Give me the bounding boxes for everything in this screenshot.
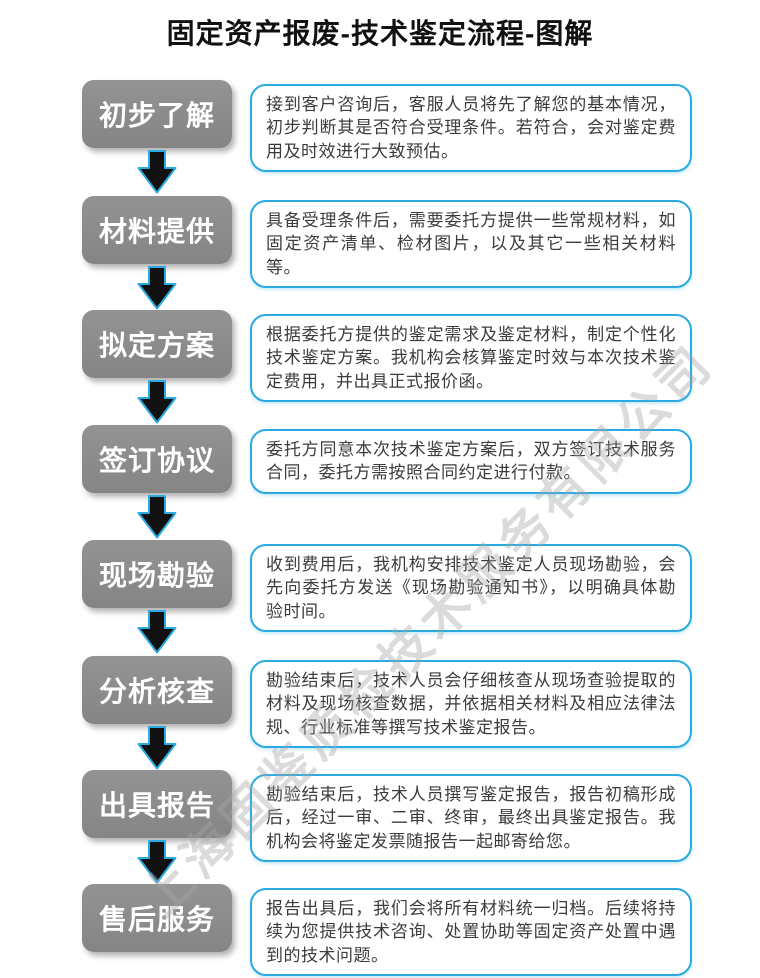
down-arrow-icon (137, 610, 177, 654)
step-box-6: 分析核查 (82, 656, 232, 724)
step-label: 材料提供 (98, 216, 215, 247)
step-description-text: 具备受理条件后，需要委托方提供一些常规材料，如固定资产清单、检材图片，以及其它一… (266, 211, 676, 277)
step-box-5: 现场勘验 (82, 540, 232, 608)
step-description-text: 接到客户咨询后，客服人员将先了解您的基本情况，初步判断其是否符合受理条件。若符合… (266, 95, 676, 161)
page-title: 固定资产报废-技术鉴定流程-图解 (166, 18, 594, 49)
step-box-7: 出具报告 (82, 770, 232, 838)
step-label: 拟定方案 (98, 330, 215, 361)
step-label: 签订协议 (98, 445, 215, 476)
step-description-4: 委托方同意本次技术鉴定方案后，双方签订技术服务合同，委托方需按照合同约定进行付款… (250, 429, 692, 494)
step-description-3: 根据委托方提供的鉴定需求及鉴定材料，制定个性化技术鉴定方案。我机构会核算鉴定时效… (250, 314, 692, 403)
step-label: 出具报告 (98, 790, 215, 821)
step-description-1: 接到客户咨询后，客服人员将先了解您的基本情况，初步判断其是否符合受理条件。若符合… (250, 84, 692, 173)
down-arrow-icon (137, 495, 177, 539)
step-box-3: 拟定方案 (82, 310, 232, 378)
step-box-1: 初步了解 (82, 80, 232, 148)
step-box-8: 售后服务 (82, 884, 232, 952)
step-description-2: 具备受理条件后，需要委托方提供一些常规材料，如固定资产清单、检材图片，以及其它一… (250, 200, 692, 289)
step-description-6: 勘验结束后，技术人员会仔细核查从现场查验提取的材料及现场核查数据，并依据相关材料… (250, 660, 692, 749)
step-description-text: 勘验结束后，技术人员会仔细核查从现场查验提取的材料及现场核查数据，并依据相关材料… (266, 671, 676, 737)
step-description-text: 委托方同意本次技术鉴定方案后，双方签订技术服务合同，委托方需按照合同约定进行付款… (266, 440, 676, 483)
step-description-7: 勘验结束后，技术人员撰写鉴定报告，报告初稿形成后，经过一审、二审、终审，最终出具… (250, 774, 692, 863)
step-description-8: 报告出具后，我们会将所有材料统一归档。后续将持续为您提供技术咨询、处置协助等固定… (250, 888, 692, 977)
down-arrow-icon (137, 266, 177, 310)
down-arrow-icon (137, 840, 177, 884)
step-box-2: 材料提供 (82, 196, 232, 264)
down-arrow-icon (137, 150, 177, 194)
step-label: 初步了解 (98, 100, 215, 131)
step-label: 售后服务 (98, 904, 215, 935)
step-label: 现场勘验 (98, 560, 215, 591)
down-arrow-icon (137, 380, 177, 424)
down-arrow-icon (137, 726, 177, 770)
step-description-text: 勘验结束后，技术人员撰写鉴定报告，报告初稿形成后，经过一审、二审、终审，最终出具… (266, 785, 676, 851)
step-description-5: 收到费用后，我机构安排技术鉴定人员现场勘验，会先向委托方发送《现场勘验通知书》，… (250, 544, 692, 633)
step-description-text: 收到费用后，我机构安排技术鉴定人员现场勘验，会先向委托方发送《现场勘验通知书》，… (266, 555, 676, 621)
step-description-text: 根据委托方提供的鉴定需求及鉴定材料，制定个性化技术鉴定方案。我机构会核算鉴定时效… (266, 325, 676, 391)
step-box-4: 签订协议 (82, 425, 232, 493)
step-label: 分析核查 (98, 676, 215, 707)
step-description-text: 报告出具后，我们会将所有材料统一归档。后续将持续为您提供技术咨询、处置协助等固定… (266, 899, 676, 965)
